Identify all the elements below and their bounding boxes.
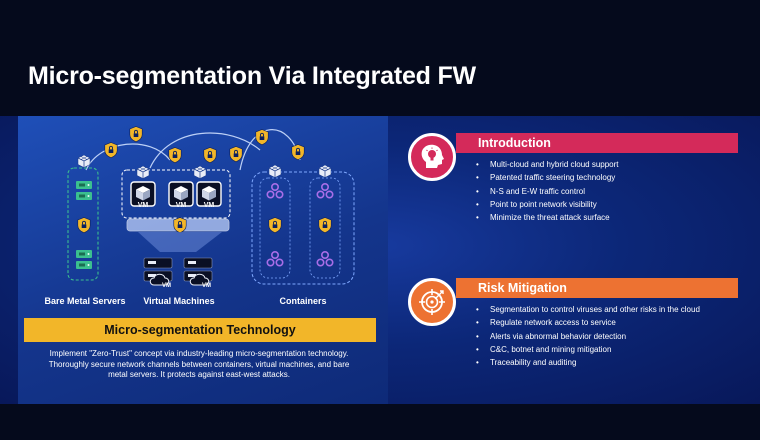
risk-mitigation-card: Risk Mitigation Segmentation to control … — [408, 278, 738, 378]
list-item: N-S and E-W traffic control — [476, 185, 619, 199]
list-item: C&C, botnet and mining mitigation — [476, 343, 700, 357]
description-line: Implement "Zero-Trust" concept via indus… — [49, 349, 349, 358]
introduction-list: Multi-cloud and hybrid cloud support Pat… — [476, 158, 619, 225]
list-item: Segmentation to control viruses and othe… — [476, 303, 700, 317]
description-line: Thoroughly secure network channels betwe… — [48, 359, 350, 369]
risk-mitigation-title: Risk Mitigation — [456, 278, 738, 298]
technology-description: Implement "Zero-Trust" concept via indus… — [26, 349, 372, 381]
svg-text:VM: VM — [138, 202, 149, 209]
list-item: Patented traffic steering technology — [476, 171, 619, 185]
head-lightbulb-icon — [408, 133, 456, 181]
risk-mitigation-list: Segmentation to control viruses and othe… — [476, 303, 700, 370]
technology-banner: Micro-segmentation Technology — [24, 318, 376, 342]
label-bare-metal-servers: Bare Metal Servers — [44, 296, 126, 306]
list-item: Multi-cloud and hybrid cloud support — [476, 158, 619, 172]
target-crosshair-icon — [408, 278, 456, 326]
svg-text:VM: VM — [162, 283, 171, 289]
list-item: Regulate network access to service — [476, 316, 700, 330]
svg-text:VM: VM — [176, 202, 187, 209]
label-virtual-machines: Virtual Machines — [143, 296, 215, 306]
label-containers: Containers — [279, 296, 327, 306]
list-item: Point to point network visibility — [476, 198, 619, 212]
list-item: Alerts via abnormal behavior detection — [476, 330, 700, 344]
svg-text:VM: VM — [204, 202, 215, 209]
description-line: metal servers. It protects against east-… — [108, 370, 290, 379]
introduction-title: Introduction — [456, 133, 738, 153]
slide-title: Micro-segmentation Via Integrated FW — [28, 62, 476, 90]
list-item: Minimize the threat attack surface — [476, 211, 619, 225]
introduction-card: Introduction Multi-cloud and hybrid clou… — [408, 133, 738, 233]
list-item: Traceability and auditing — [476, 356, 700, 370]
svg-text:VM: VM — [202, 283, 211, 289]
